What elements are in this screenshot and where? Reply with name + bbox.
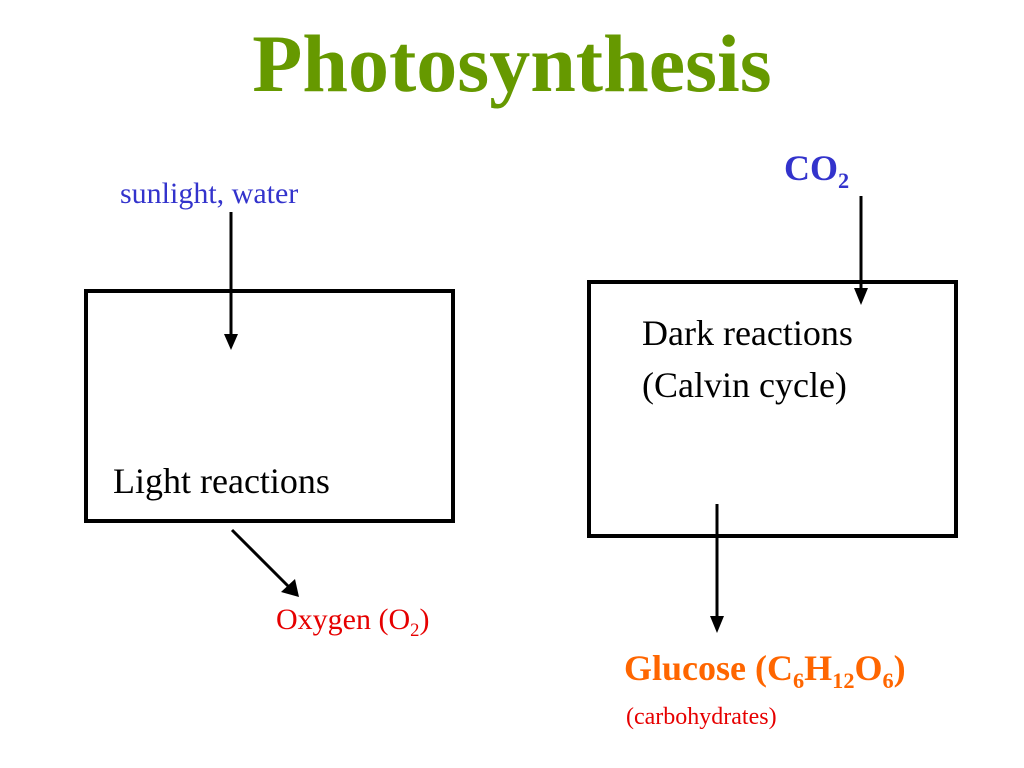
oxygen-output-label: Oxygen (O2) [276, 603, 430, 641]
light-input-label: sunlight, water [120, 177, 299, 210]
co2-arrow [854, 196, 868, 305]
light-reactions-box [84, 289, 455, 523]
carbohydrates-note: (carbohydrates) [626, 704, 777, 730]
co2-input-label: CO2 [784, 148, 850, 194]
dark-reactions-box [587, 280, 958, 538]
page-title: Photosynthesis [252, 18, 772, 109]
glucose-arrow [710, 504, 724, 633]
dark-reactions-label: Dark reactions [642, 313, 853, 353]
light-reactions-label: Light reactions [113, 461, 330, 501]
sunlight-water-arrow [224, 212, 238, 350]
calvin-cycle-label: (Calvin cycle) [642, 365, 847, 405]
glucose-output-label: Glucose (C6H12O6) [624, 648, 906, 694]
oxygen-arrow [230, 528, 299, 597]
